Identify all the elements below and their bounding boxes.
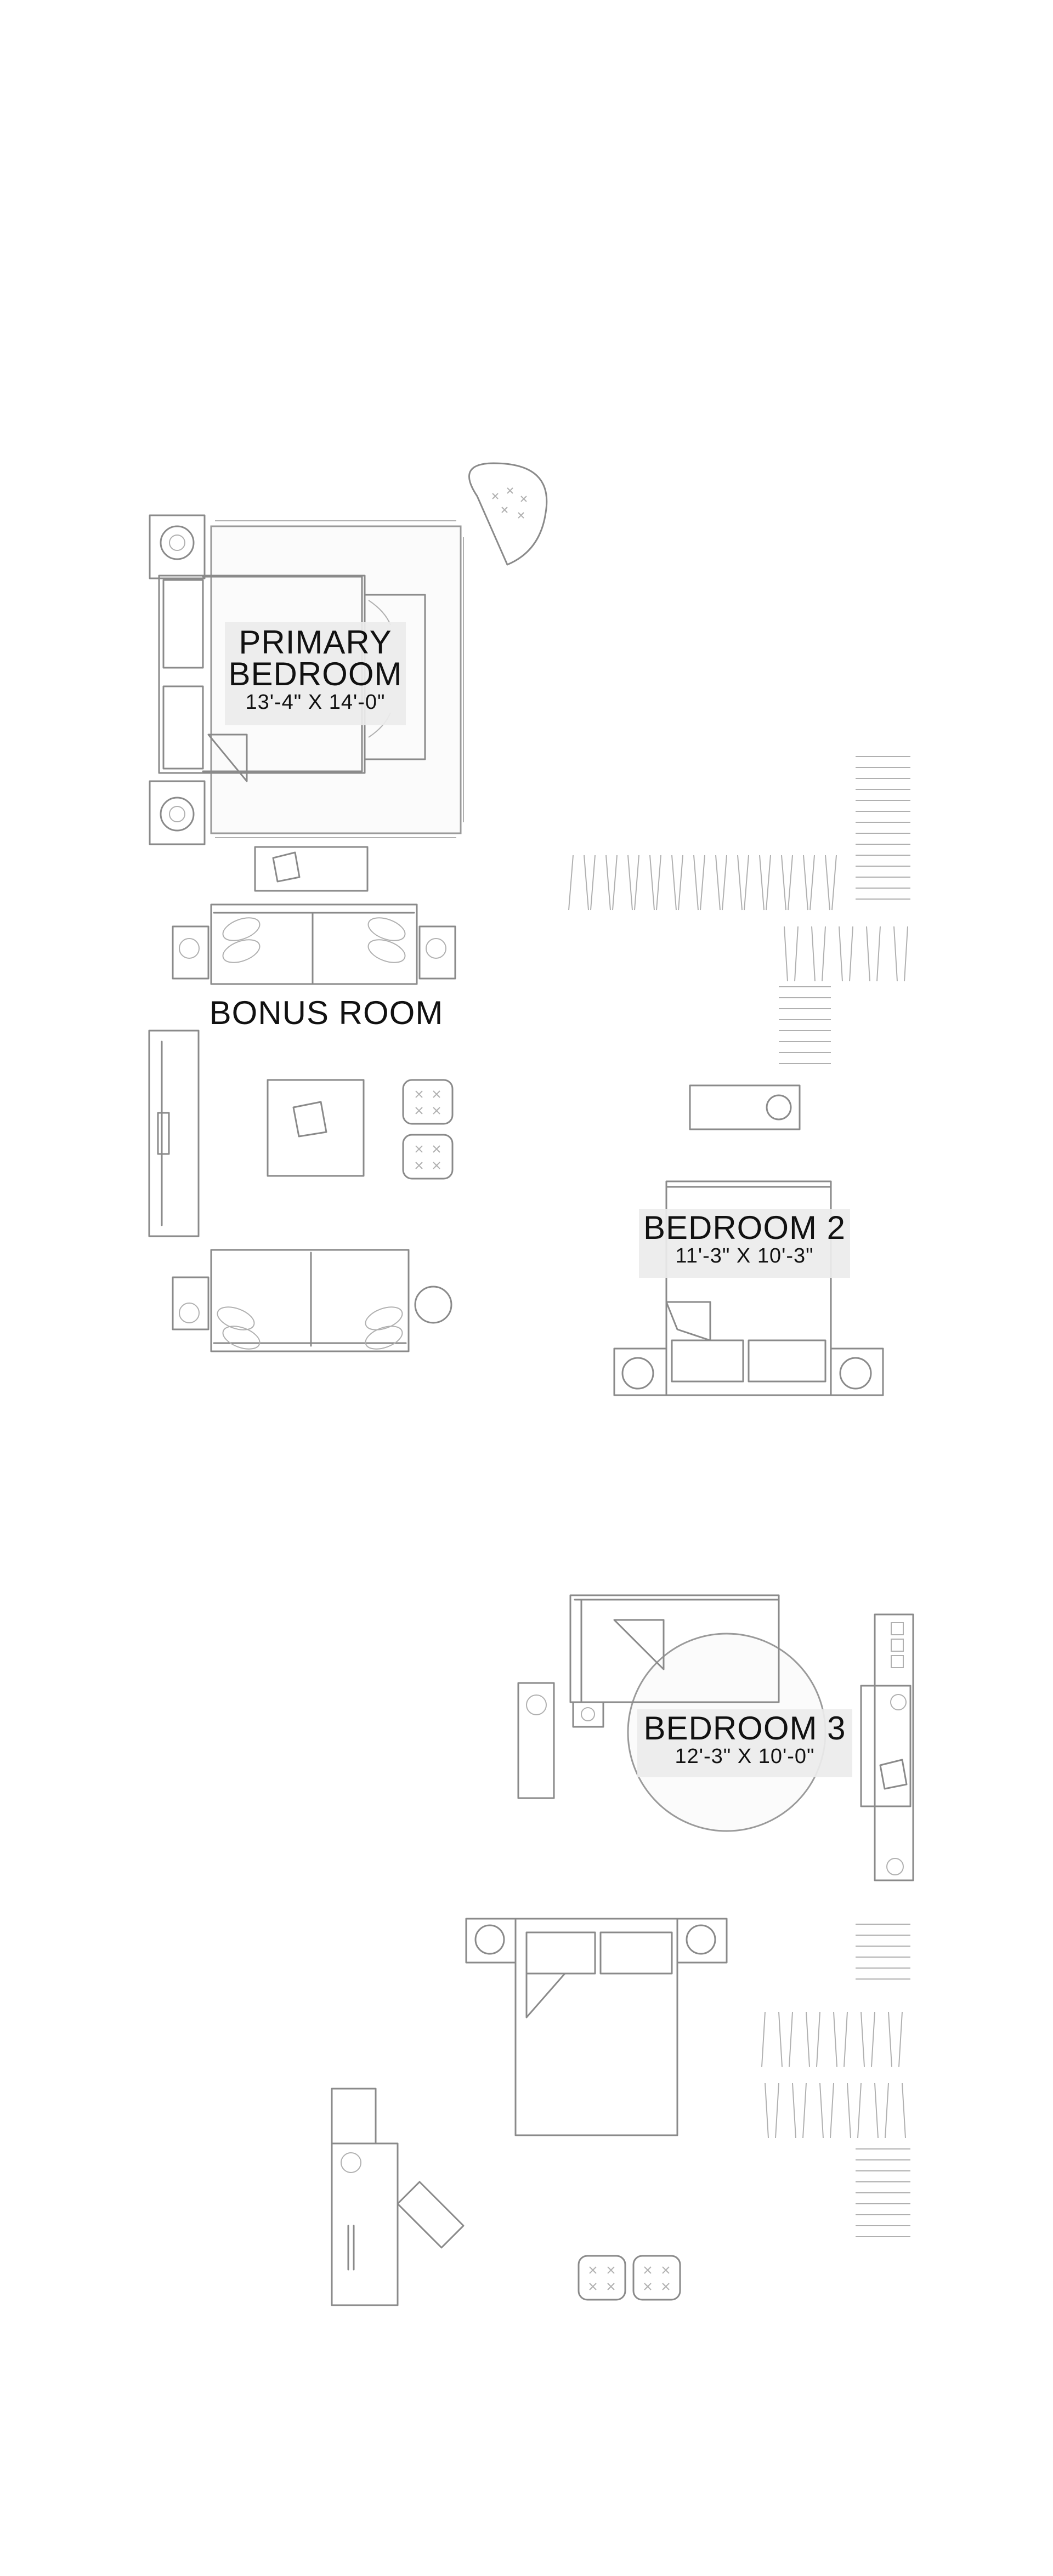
primary-bedroom-dims: 13'-4" X 14'-0" bbox=[245, 691, 386, 714]
bonus-room-furniture bbox=[148, 903, 456, 1352]
bedroom3-bed-lower bbox=[514, 1918, 678, 2136]
tv-console bbox=[148, 1030, 200, 1237]
bonus-sofa-bottom bbox=[210, 1249, 410, 1352]
bedroom3-bed bbox=[569, 1594, 780, 1703]
primary-bedroom-name-line2: BEDROOM bbox=[228, 656, 403, 692]
coffee-table bbox=[267, 1079, 365, 1177]
bedroom2-label: BEDROOM 2 11'-3" X 10'-3" bbox=[639, 1209, 850, 1278]
bedroom3-dims: 12'-3" X 10'-0" bbox=[675, 1745, 815, 1768]
primary-bedroom-label: PRIMARY BEDROOM 13'-4" X 14'-0" bbox=[225, 622, 406, 725]
bedroom3-desk bbox=[874, 1613, 914, 1881]
nightstand-top bbox=[149, 514, 206, 579]
bedroom2-furniture bbox=[613, 1084, 884, 1396]
bedroom2-name: BEDROOM 2 bbox=[643, 1209, 846, 1246]
closet-hangers bbox=[568, 756, 910, 2237]
bedroom3-name: BEDROOM 3 bbox=[643, 1710, 846, 1747]
bonus-room-label: BONUS ROOM bbox=[209, 994, 444, 1031]
bedroom3-furniture bbox=[331, 1594, 914, 2306]
bedroom2-bed bbox=[665, 1180, 832, 1396]
nightstand-bottom bbox=[149, 780, 206, 845]
bonus-sofa-top bbox=[210, 903, 418, 985]
accent-chair bbox=[468, 462, 548, 566]
primary-bedroom-name-line1: PRIMARY bbox=[239, 624, 392, 661]
bedroom3-label: BEDROOM 3 12'-3" X 10'-0" bbox=[637, 1709, 852, 1777]
bedroom2-dresser bbox=[689, 1084, 801, 1130]
bedroom2-dims: 11'-3" X 10'-3" bbox=[675, 1244, 814, 1267]
